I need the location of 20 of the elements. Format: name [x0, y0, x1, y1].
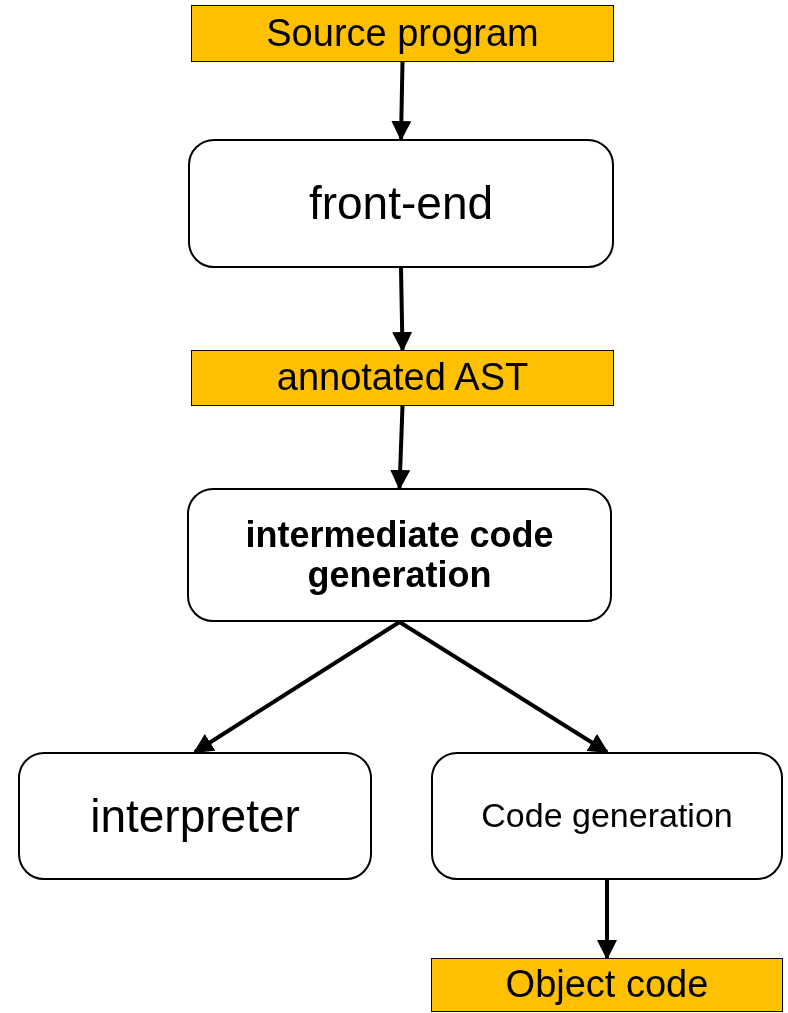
data-label-box — [191, 350, 614, 406]
node-label: Object code — [505, 964, 709, 1006]
node-label: Code generation — [481, 797, 733, 835]
arrow — [398, 620, 609, 754]
arrow — [193, 620, 401, 754]
node-label: annotated AST — [276, 357, 529, 399]
process-box — [18, 752, 372, 880]
data-label-box — [191, 5, 614, 62]
process-box — [187, 488, 612, 622]
arrow — [392, 267, 413, 352]
node-label: intermediate code generation — [244, 515, 555, 595]
node-label: Source program — [266, 12, 539, 55]
process-box — [188, 139, 614, 268]
node-label: front-end — [308, 178, 494, 229]
arrow — [391, 61, 412, 141]
node-label: interpreter — [90, 790, 300, 842]
data-label-box — [431, 958, 783, 1012]
arrow — [390, 405, 411, 490]
arrow — [597, 880, 617, 960]
process-box — [431, 752, 783, 880]
